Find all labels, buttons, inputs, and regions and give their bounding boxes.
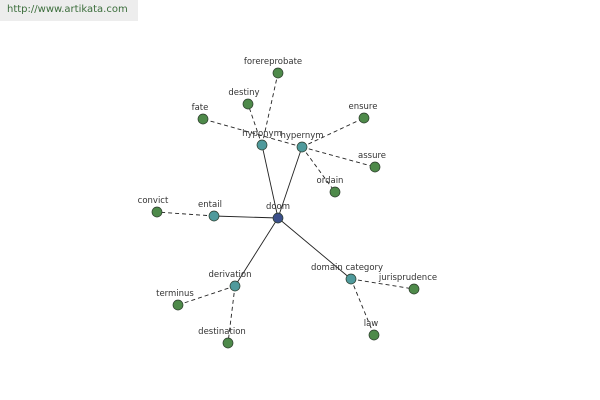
edge-domain-category-jurisprudence (350, 278, 415, 290)
hub-node-dot[interactable] (272, 212, 284, 224)
graph-nodes: forereprobate destiny fate ensure assure orda… (138, 57, 437, 349)
edge-entail-convict (156, 211, 215, 217)
leaf-node-label[interactable]: ordain (317, 176, 344, 186)
relation-node-entail[interactable]: entail (198, 200, 222, 222)
edge-doom-domain-category (277, 217, 352, 280)
edge-domain-category-law (350, 278, 375, 336)
edge-hyponym-forereprobate (261, 72, 279, 146)
leaf-node-label[interactable]: destination (198, 327, 246, 337)
leaf-node-jurisprudence[interactable]: jurisprudence (378, 273, 437, 295)
leaf-node-label[interactable]: forereprobate (244, 57, 302, 67)
leaf-node-dot[interactable] (369, 161, 381, 173)
relation-node-dot[interactable] (208, 210, 220, 222)
hub-node-doom[interactable]: doom (266, 202, 290, 224)
relation-node-dot[interactable] (229, 280, 241, 292)
relation-node-dot[interactable] (345, 273, 357, 285)
leaf-node-ensure[interactable]: ensure (349, 102, 378, 124)
leaf-node-dot[interactable] (151, 206, 163, 218)
leaf-node-dot[interactable] (222, 337, 234, 349)
leaf-node-fate[interactable]: fate (192, 103, 209, 125)
leaf-node-label[interactable]: convict (138, 196, 169, 206)
leaf-node-label[interactable]: jurisprudence (378, 273, 437, 283)
leaf-node-dot[interactable] (358, 112, 370, 124)
leaf-node-forereprobate[interactable]: forereprobate (244, 57, 302, 79)
leaf-node-dot[interactable] (368, 329, 380, 341)
relation-node-label[interactable]: hyponym (242, 129, 282, 139)
leaf-node-convict[interactable]: convict (138, 196, 169, 218)
leaf-node-label[interactable]: destiny (228, 88, 259, 98)
edge-doom-entail (213, 215, 279, 219)
leaf-node-dot[interactable] (272, 67, 284, 79)
edge-hypernym-assure (301, 146, 376, 168)
edge-doom-hyponym (261, 144, 279, 219)
relation-node-hyponym[interactable]: hyponym (242, 129, 282, 151)
relation-node-hypernym[interactable]: hypernym (280, 131, 324, 153)
leaf-node-label[interactable]: fate (192, 103, 209, 113)
leaf-node-ordain[interactable]: ordain (317, 176, 344, 198)
leaf-node-label[interactable]: assure (358, 151, 386, 161)
relation-node-dot[interactable] (256, 139, 268, 151)
edge-hypernym-fate (202, 118, 303, 148)
relation-node-derivation[interactable]: derivation (208, 270, 252, 292)
leaf-node-label[interactable]: ensure (349, 102, 378, 112)
site-url[interactable]: http://www.artikata.com (7, 4, 128, 15)
leaf-node-dot[interactable] (172, 299, 184, 311)
relation-node-label[interactable]: entail (198, 200, 222, 210)
leaf-node-destination[interactable]: destination (198, 327, 246, 349)
graph-edges (156, 72, 415, 344)
site-banner[interactable]: http://www.artikata.com (0, 0, 138, 21)
hub-node-label[interactable]: doom (266, 202, 290, 212)
relation-node-domain-category[interactable]: domain category (311, 263, 383, 285)
leaf-node-label[interactable]: terminus (156, 289, 194, 299)
leaf-node-dot[interactable] (329, 186, 341, 198)
edge-doom-derivation (234, 217, 279, 287)
leaf-node-destiny[interactable]: destiny (228, 88, 260, 110)
leaf-node-dot[interactable] (197, 113, 209, 125)
edge-hyponym-destiny (247, 103, 263, 146)
edge-doom-hypernym (277, 146, 303, 219)
edge-hypernym-ordain (301, 146, 336, 193)
edge-derivation-terminus (177, 285, 236, 306)
leaf-node-label[interactable]: law (364, 319, 379, 329)
relation-node-label[interactable]: derivation (208, 270, 251, 280)
edge-derivation-destination (227, 285, 236, 344)
relation-node-label[interactable]: hypernym (280, 131, 323, 141)
leaf-node-assure[interactable]: assure (358, 151, 386, 173)
leaf-node-dot[interactable] (408, 283, 420, 295)
relation-node-dot[interactable] (296, 141, 308, 153)
relation-node-label[interactable]: domain category (311, 263, 383, 273)
edge-hypernym-ensure (301, 117, 365, 148)
leaf-node-terminus[interactable]: terminus (156, 289, 194, 311)
leaf-node-law[interactable]: law (364, 319, 380, 341)
leaf-node-dot[interactable] (242, 98, 254, 110)
